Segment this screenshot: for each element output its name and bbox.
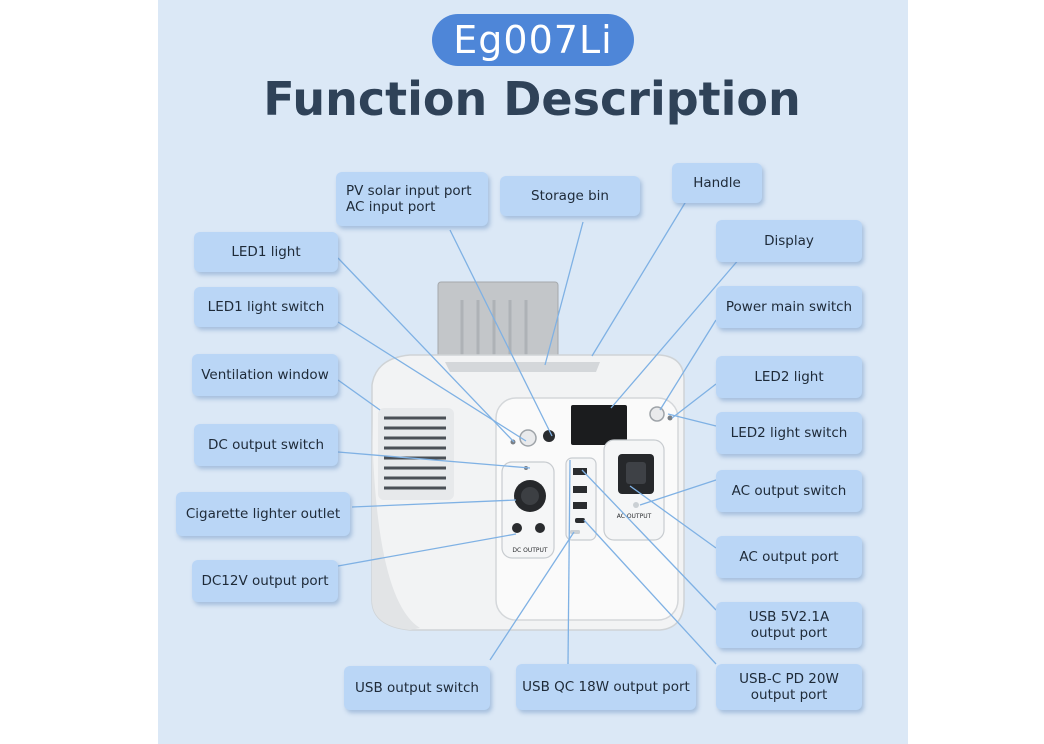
model-badge: Eg007Li (432, 14, 634, 66)
ac-panel-label: AC OUTPUT (617, 513, 652, 520)
page-title: Function Description (263, 72, 801, 126)
label-led2-switch: LED2 light switch (716, 412, 862, 454)
vent-slots (384, 416, 446, 490)
top-recess (445, 362, 600, 372)
label-led2-light: LED2 light (716, 356, 862, 398)
usb-port-2 (573, 486, 587, 493)
label-pv-ac-input: PV solar input port AC input port (336, 172, 488, 226)
label-usb-output-switch: USB output switch (344, 666, 490, 710)
led2-light (667, 415, 673, 421)
label-ac-output-port: AC output port (716, 536, 862, 578)
label-usb-c: USB-C PD 20W output port (716, 664, 862, 710)
label-usb-5v: USB 5V2.1A output port (716, 602, 862, 648)
usb-panel (565, 457, 597, 541)
dc12v-port-2 (535, 523, 545, 533)
dc12v-port-1 (512, 523, 522, 533)
usb-port-1 (573, 468, 587, 475)
display-screen (571, 405, 627, 445)
label-cigarette-outlet: Cigarette lighter outlet (176, 492, 350, 536)
usb-port-3 (573, 502, 587, 509)
label-handle: Handle (672, 163, 762, 203)
label-dc12v-port: DC12V output port (192, 560, 338, 602)
ac-output-switch (633, 502, 639, 508)
label-led1-switch: LED1 light switch (194, 287, 338, 327)
usb-switch (570, 530, 580, 534)
usb-c-port (575, 518, 585, 523)
pv-input-port (543, 430, 555, 442)
label-led1-light: LED1 light (194, 232, 338, 272)
label-storage-bin: Storage bin (500, 176, 640, 216)
label-ac-output-switch: AC output switch (716, 470, 862, 512)
power-main-switch (649, 406, 665, 422)
label-dc-output-switch: DC output switch (194, 424, 338, 466)
label-display: Display (716, 220, 862, 262)
label-usb-qc: USB QC 18W output port (516, 664, 696, 710)
led1-light (510, 439, 516, 445)
label-power-main-switch: Power main switch (716, 286, 862, 328)
led1-switch (519, 429, 537, 447)
dc-panel-label: DC OUTPUT (512, 547, 548, 554)
label-ventilation-window: Ventilation window (192, 354, 338, 396)
